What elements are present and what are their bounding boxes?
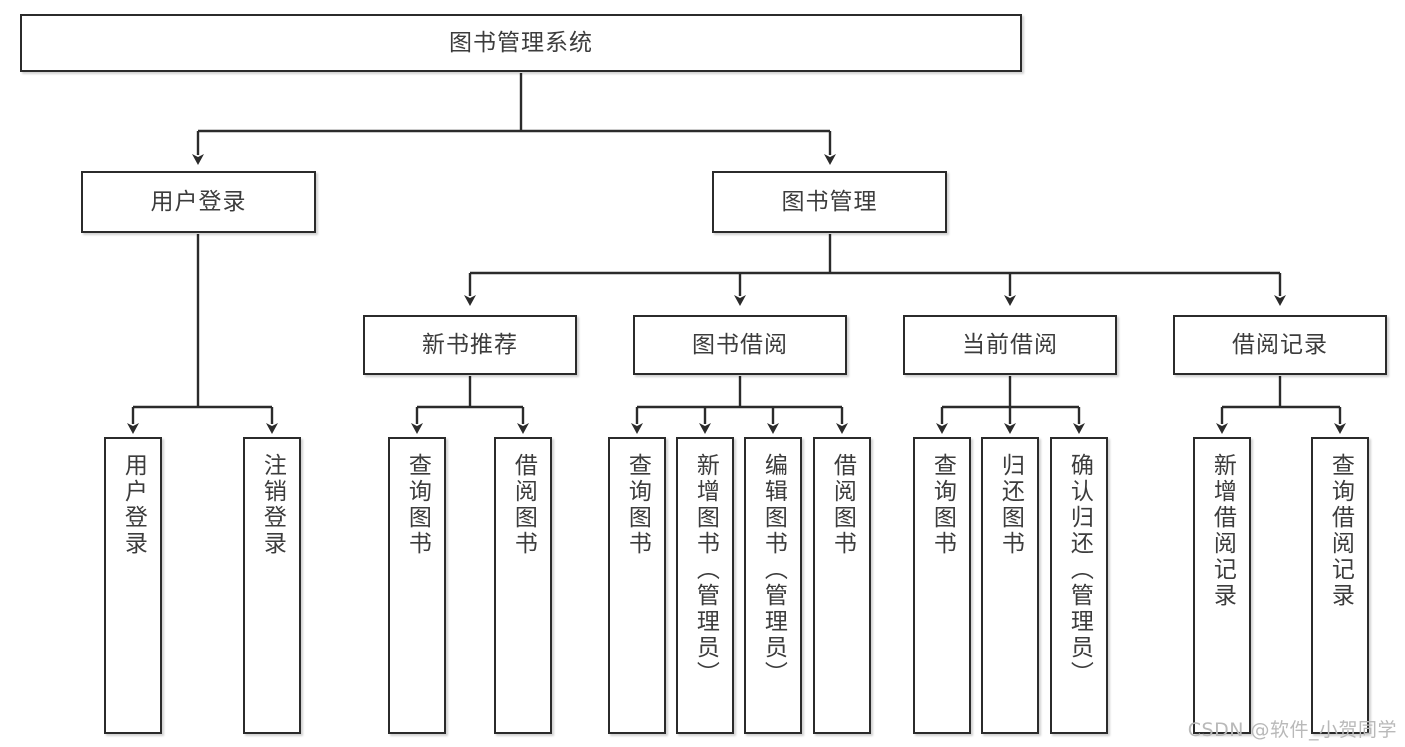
node-label: 借阅图书 <box>510 453 537 557</box>
node-label: 当前借阅 <box>962 331 1058 358</box>
node-label: 查询图书 <box>404 453 431 557</box>
leaf-book-borrow-borrow-book[interactable]: 借阅图书 <box>813 437 871 734</box>
leaf-user-login-login[interactable]: 用户登录 <box>104 437 162 734</box>
node-label: 查询图书 <box>929 453 956 557</box>
leaf-book-borrow-add-book-admin[interactable]: 新增图书（管理员） <box>676 437 734 734</box>
node-new-book-recommend[interactable]: 新书推荐 <box>363 315 577 375</box>
node-root-book-management-system[interactable]: 图书管理系统 <box>20 14 1022 72</box>
node-label: 新增图书（管理员） <box>692 453 719 687</box>
node-label: 归还图书 <box>997 453 1024 557</box>
leaf-current-borrow-confirm-return-admin[interactable]: 确认归还（管理员） <box>1050 437 1108 734</box>
node-label: 注销登录 <box>259 453 286 557</box>
node-current-borrow[interactable]: 当前借阅 <box>903 315 1117 375</box>
node-label: 借阅记录 <box>1232 331 1328 358</box>
leaf-user-login-logout[interactable]: 注销登录 <box>243 437 301 734</box>
leaf-borrow-record-add-record[interactable]: 新增借阅记录 <box>1193 437 1251 734</box>
node-label: 借阅图书 <box>829 453 856 557</box>
node-label: 新增借阅记录 <box>1209 453 1236 609</box>
leaf-new-book-query-book[interactable]: 查询图书 <box>388 437 446 734</box>
leaf-new-book-borrow-book[interactable]: 借阅图书 <box>494 437 552 734</box>
node-book-borrow[interactable]: 图书借阅 <box>633 315 847 375</box>
node-label: 编辑图书（管理员） <box>760 453 787 687</box>
leaf-current-borrow-return-book[interactable]: 归还图书 <box>981 437 1039 734</box>
node-label: 查询借阅记录 <box>1327 453 1354 609</box>
node-label: 确认归还（管理员） <box>1066 453 1093 687</box>
node-label: 用户登录 <box>150 188 247 215</box>
leaf-book-borrow-edit-book-admin[interactable]: 编辑图书（管理员） <box>744 437 802 734</box>
watermark-text: CSDN @软件_小贺同学 <box>1187 719 1397 741</box>
node-book-management[interactable]: 图书管理 <box>712 171 947 233</box>
leaf-borrow-record-query-record[interactable]: 查询借阅记录 <box>1311 437 1369 734</box>
node-label: 新书推荐 <box>422 331 518 358</box>
node-label: 图书借阅 <box>692 331 788 358</box>
node-label: 图书管理系统 <box>449 29 593 56</box>
leaf-current-borrow-query-book[interactable]: 查询图书 <box>913 437 971 734</box>
node-label: 用户登录 <box>120 453 147 557</box>
node-borrow-record[interactable]: 借阅记录 <box>1173 315 1387 375</box>
leaf-book-borrow-query-book[interactable]: 查询图书 <box>608 437 666 734</box>
node-user-login[interactable]: 用户登录 <box>81 171 316 233</box>
node-label: 查询图书 <box>624 453 651 557</box>
node-label: 图书管理 <box>781 188 878 215</box>
